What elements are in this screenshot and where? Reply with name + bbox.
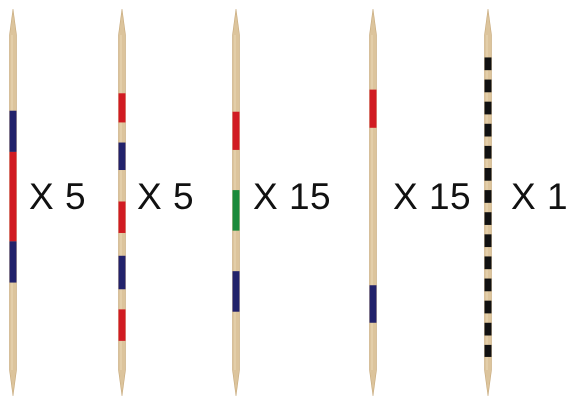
stick-5-count-label: X 1 [511,178,566,215]
stick-4-band-red-1 [370,90,377,128]
stick-4-body [370,9,377,396]
stick-5-band-black-4 [485,124,492,137]
stick-5-band-black-7 [485,190,492,203]
stick-1-band-red-2 [10,152,17,241]
stick-4 [370,9,377,396]
stick-5-band-black-11 [485,279,492,292]
stick-2-count-label: X 5 [137,178,194,215]
stick-3-band-green-2 [233,190,240,231]
stick-5-band-black-13 [485,323,492,336]
stick-1-band-blue-1 [10,111,17,152]
stick-1-count-label: X 5 [29,178,86,215]
stick-3-band-red-1 [233,112,240,150]
stick-5-band-black-3 [485,102,492,115]
stick-2 [119,9,126,396]
stick-5-band-black-14 [485,345,492,357]
stick-4-band-blue-2 [370,285,377,323]
stick-5-band-black-10 [485,256,492,269]
stick-1-band-blue-3 [10,241,17,282]
stick-5-band-black-1 [485,57,492,70]
stick-5-band-black-6 [485,168,492,181]
stick-3-count-label: X 15 [253,178,331,215]
stick-2-band-blue-4 [119,256,126,290]
stick-3-band-blue-3 [233,271,240,312]
stick-5-band-black-2 [485,80,492,93]
stick-2-band-red-5 [119,309,126,340]
stick-5 [485,9,492,396]
stick-1 [10,9,17,396]
stick-2-band-red-1 [119,93,126,122]
stick-3 [233,9,240,396]
stick-5-band-black-5 [485,146,492,159]
stick-5-band-black-12 [485,301,492,314]
stick-2-band-red-3 [119,201,126,232]
stick-5-band-black-9 [485,234,492,247]
stick-4-count-label: X 15 [393,178,471,215]
stick-5-band-black-8 [485,212,492,225]
stick-2-band-blue-2 [119,143,126,170]
